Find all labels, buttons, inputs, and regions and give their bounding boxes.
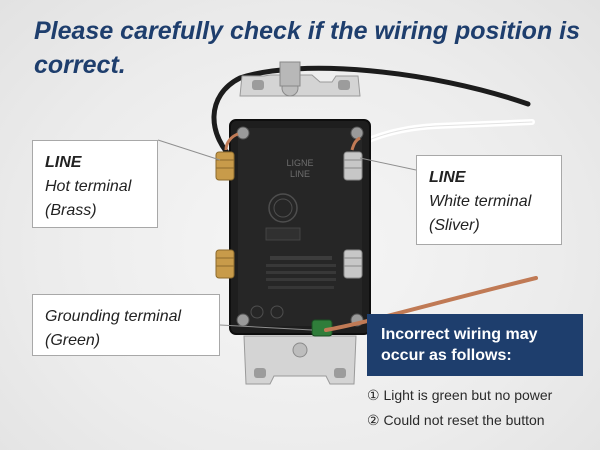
copper-lead-hot	[224, 132, 239, 151]
copper-lead-white	[350, 136, 361, 151]
silver-terminal-top	[343, 151, 363, 181]
mounting-strap-bottom	[243, 335, 357, 385]
callout-line: (Brass)	[45, 202, 97, 219]
silver-terminal-bottom	[343, 249, 363, 279]
black-hot-wire	[211, 65, 531, 165]
callout-line: Hot terminal	[45, 178, 132, 195]
callout-title: LINE	[45, 154, 82, 171]
emboss-line: LINE	[290, 169, 310, 179]
callout-line: White terminal	[429, 193, 532, 210]
symptom-item: ② Could not reset the button	[367, 412, 545, 428]
symptom-item: ① Light is green but no power	[367, 387, 553, 403]
copper-ground-wire	[324, 276, 538, 332]
brass-terminal-bottom	[215, 249, 235, 279]
callout-line-white-terminal: LINE White terminal (Sliver)	[416, 155, 562, 245]
callout-title: LINE	[429, 169, 466, 186]
mounting-strap-top	[239, 61, 361, 97]
callout-grounding-terminal: Grounding terminal (Green)	[32, 294, 220, 356]
callout-line-hot-terminal: LINE Hot terminal (Brass)	[32, 140, 158, 228]
incorrect-wiring-banner: Incorrect wiring may occur as follows:	[367, 314, 583, 376]
callout-line: (Green)	[45, 332, 101, 349]
headline: Please carefully check if the wiring pos…	[34, 17, 581, 79]
callout-line: Grounding terminal	[45, 308, 182, 325]
emboss-ligne: LIGNE	[286, 158, 313, 168]
brass-terminal-top	[215, 151, 235, 181]
certification-seal-icon	[268, 193, 298, 223]
callout-line: (Sliver)	[429, 217, 480, 234]
